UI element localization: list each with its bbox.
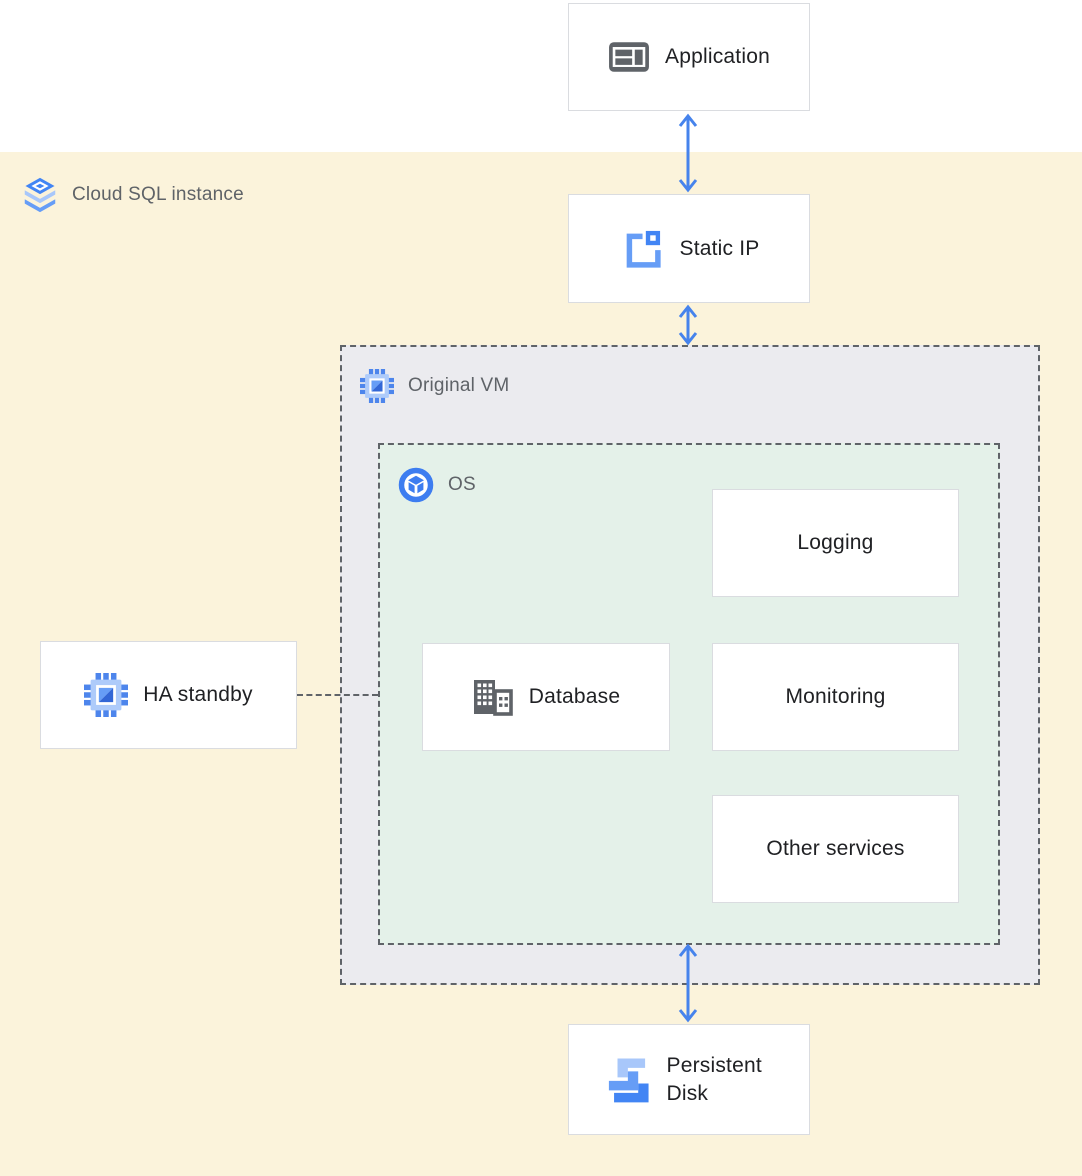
cloud-sql-instance-label: Cloud SQL instance [72,184,244,205]
logging-label: Logging [797,531,874,554]
compute-engine-icon [360,369,394,403]
arrow-static-ip-vm [678,304,698,346]
original-vm-label: Original VM [408,375,510,396]
persistent-disk-label: Persistent Disk [666,1053,762,1105]
original-vm-label-row: Original VM [360,369,509,403]
other-services-label: Other services [766,837,905,860]
persistent-disk-icon [608,1057,649,1102]
application-label: Application [665,45,770,68]
connector-ha-standby-vm [297,694,378,696]
persistent-disk-node: Persistent Disk [568,1024,810,1135]
cloud-sql-icon [22,176,58,214]
arrow-application-static-ip [678,113,698,193]
monitoring-node: Monitoring [712,643,959,751]
arrow-os-persistent-disk [678,943,698,1023]
ha-standby-node: HA standby [40,641,297,749]
logging-node: Logging [712,489,959,597]
database-node: Database [422,643,670,751]
os-icon [398,467,434,503]
other-services-node: Other services [712,795,959,903]
cloud-sql-instance-label-row: Cloud SQL instance [22,175,244,215]
monitoring-label: Monitoring [785,685,886,708]
application-node: Application [568,3,810,111]
building-icon [473,680,513,716]
database-label: Database [528,685,621,708]
static-ip-label: Static IP [679,236,760,260]
application-window-icon [609,42,649,72]
os-label-row: OS [398,467,476,503]
compute-engine-icon [84,673,129,717]
original-vm-region: Original VM OS Logging [340,345,1040,985]
external-ip-icon [626,227,663,268]
static-ip-node: Static IP [568,194,810,303]
os-region: OS Logging [378,443,1000,945]
os-label: OS [448,474,476,495]
ha-standby-label: HA standby [143,683,253,706]
